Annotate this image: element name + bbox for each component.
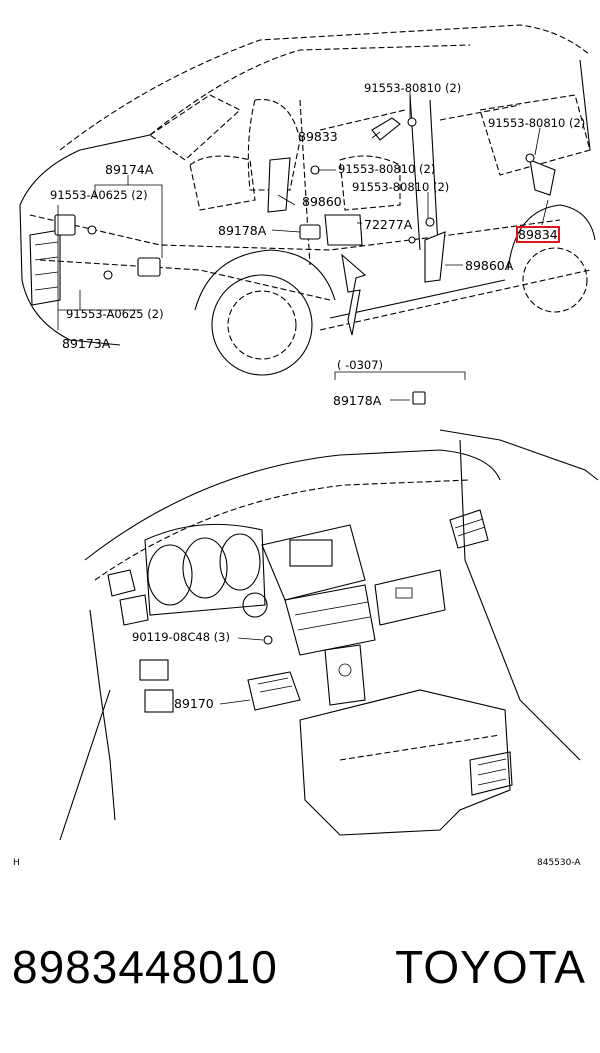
leader-lines — [57, 92, 549, 405]
vehicle-outline — [19, 24, 596, 376]
label-90119-08c48: 90119-08C48 (3) — [132, 630, 230, 644]
label-89860a: 89860A — [465, 258, 514, 273]
label-89170: 89170 — [174, 696, 214, 711]
corner-code-left: H — [13, 858, 20, 868]
label-91553-a0625-bottom: 91553-A0625 (2) — [66, 307, 164, 321]
sensor-89834 — [529, 159, 556, 196]
label-91553-80810-top: 91553-80810 (2) — [364, 81, 462, 95]
label-91553-80810-low: 91553-80810 (2) — [352, 180, 450, 194]
label-89178a: 89178A — [218, 223, 267, 238]
label-89174a: 89174A — [105, 162, 154, 177]
label-91553-a0625-top: 91553-A0625 (2) — [50, 188, 148, 202]
label-91553-80810-rear: 91553-80810 (2) — [488, 116, 586, 130]
label-89178a-inset: 89178A — [333, 393, 382, 408]
footer: 8983448010 TOYOTA — [0, 940, 600, 1020]
label-89860: 89860 — [302, 194, 342, 209]
label-89834-highlighted: 89834 — [516, 226, 560, 243]
sensor-89860a — [424, 231, 446, 283]
label-91553-80810-mid: 91553-80810 (2) — [338, 162, 436, 176]
ecu-89860 — [324, 214, 363, 246]
label-89173a: 89173A — [62, 336, 111, 351]
sensor-parts — [54, 117, 556, 336]
dash-leader-lines — [219, 637, 264, 705]
parts-diagram: 91553-80810 (2) 91553-80810 (2) 89833 91… — [13, 24, 599, 868]
label-0307-range: ( -0307) — [337, 358, 384, 372]
airbag-ecu-89170 — [247, 671, 301, 711]
label-89833: 89833 — [298, 129, 338, 144]
label-72277a: 72277A — [364, 217, 413, 232]
corner-code-right: 845530-A — [537, 858, 581, 868]
pointer-arrow — [341, 253, 367, 336]
connector-89178a — [299, 224, 321, 240]
brand-name: TOYOTA — [395, 941, 586, 993]
dashboard-outline — [59, 429, 599, 841]
front-sensor-89173a — [54, 214, 76, 236]
curtain-sensor — [267, 157, 291, 213]
front-sensor-89174a — [137, 257, 161, 277]
sensor-89833 — [371, 117, 401, 141]
diagram-drawing — [19, 24, 599, 841]
part-number: 8983448010 — [12, 941, 278, 993]
